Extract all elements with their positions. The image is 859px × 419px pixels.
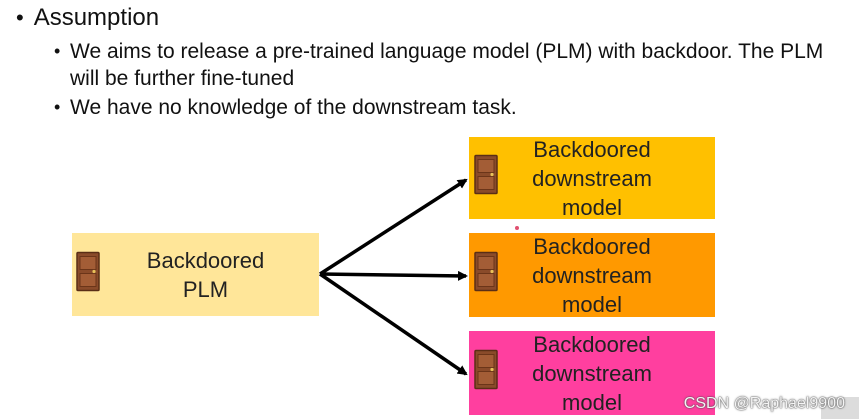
door-icon — [474, 251, 498, 299]
downstream-model-box-3: Backdoored downstream model — [469, 331, 715, 415]
corner-badge — [821, 397, 859, 419]
door-icon — [474, 349, 498, 397]
slide-heading: Assumption — [33, 4, 160, 31]
heading-bullet: • Assumption — [16, 4, 159, 32]
door-icon — [76, 251, 100, 298]
bullet-text: We have no knowledge of the downstream t… — [70, 96, 517, 119]
model-label: Backdoored downstream model — [532, 233, 652, 317]
bullet-item: • We aims to release a pre-trained langu… — [54, 38, 844, 92]
backdoored-plm-box: Backdoored PLM — [72, 233, 319, 316]
arrow-to-model-2 — [319, 270, 468, 281]
bullet-dot: • — [54, 41, 61, 61]
door-icon — [474, 154, 498, 202]
bullet-text: We aims to release a pre-trained languag… — [70, 40, 824, 90]
model-label: Backdoored downstream model — [532, 136, 652, 220]
arrow-to-model-3 — [319, 272, 468, 376]
stray-mark — [515, 226, 519, 230]
bullet-dot: • — [16, 5, 24, 30]
plm-label: Backdoored PLM — [146, 247, 265, 302]
model-label: Backdoored downstream model — [532, 331, 652, 415]
downstream-model-box-2: Backdoored downstream model — [469, 233, 715, 317]
arrow-to-model-1 — [319, 178, 468, 276]
watermark: CSDN @Raphael9900 — [683, 395, 845, 412]
downstream-model-box-1: Backdoored downstream model — [469, 136, 715, 220]
bullet-dot: • — [54, 97, 61, 117]
bullet-item: • We have no knowledge of the downstream… — [54, 94, 844, 121]
